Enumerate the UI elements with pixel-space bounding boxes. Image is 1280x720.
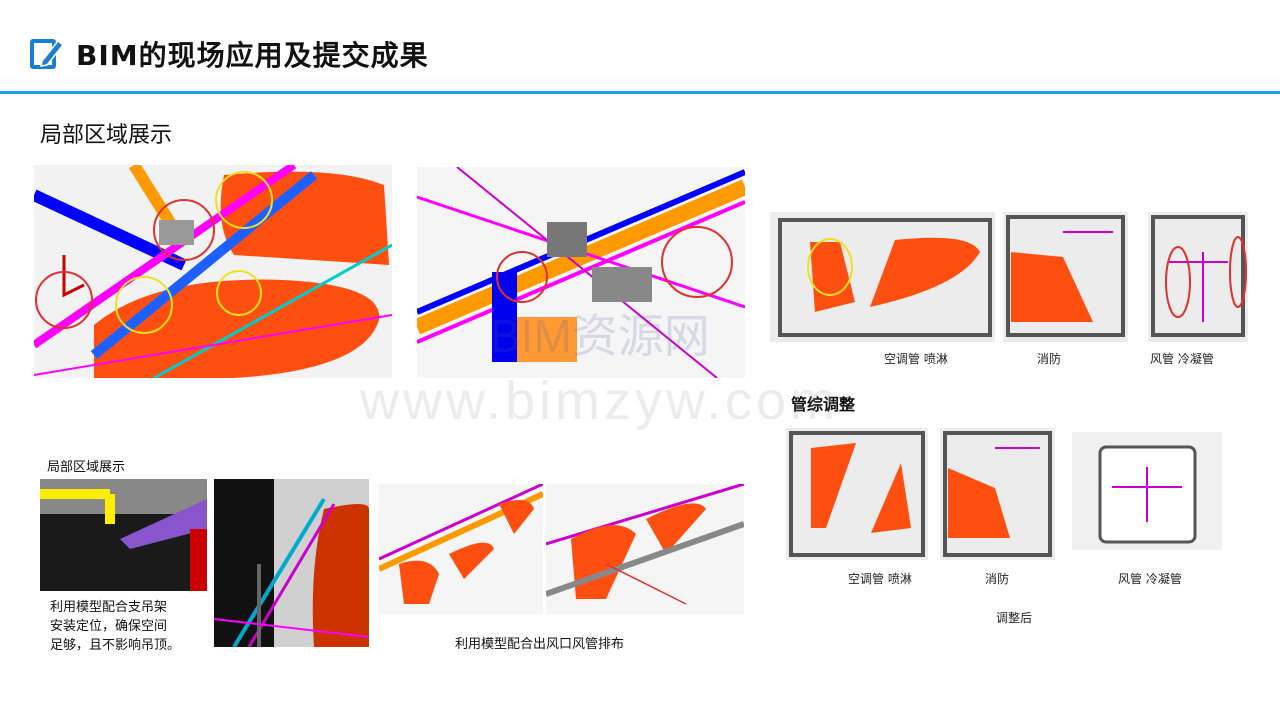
note-line: 安装定位，确保空间 bbox=[50, 619, 168, 634]
model-image-crossing-1 bbox=[34, 165, 392, 378]
section-view-2-before bbox=[1003, 212, 1128, 342]
hanger-photo-2 bbox=[214, 479, 369, 647]
outlet-model-1 bbox=[379, 484, 543, 614]
label-duct-condensate-after: 风管 冷凝管 bbox=[1118, 572, 1182, 586]
label-fire: 消防 bbox=[1037, 352, 1062, 366]
page-title: BIM的现场应用及提交成果 bbox=[76, 39, 429, 72]
section-view-2-after bbox=[940, 428, 1055, 560]
pipe-adjust-heading: 管综调整 bbox=[791, 395, 856, 414]
watermark-logo: BIM资源网 bbox=[490, 310, 710, 362]
note-line: 足够，且不影响吊顶。 bbox=[50, 638, 181, 653]
hanger-note: 利用模型配合支吊架 安装定位，确保空间 足够，且不影响吊顶。 bbox=[50, 598, 210, 655]
after-adjust-caption: 调整后 bbox=[996, 611, 1033, 625]
section-title: 局部区域展示 bbox=[40, 123, 173, 148]
local-area-subheading: 局部区域展示 bbox=[47, 460, 126, 475]
outlet-caption: 利用模型配合出风口风管排布 bbox=[455, 637, 625, 652]
section-view-1-before bbox=[770, 212, 995, 342]
watermark-url: www.bimzyw.com bbox=[360, 371, 840, 431]
label-ac-sprinkler-after: 空调管 喷淋 bbox=[848, 572, 912, 586]
edit-document-icon bbox=[28, 33, 66, 71]
note-line: 利用模型配合支吊架 bbox=[50, 600, 168, 615]
label-fire-after: 消防 bbox=[985, 572, 1010, 586]
outlet-model-2 bbox=[546, 484, 744, 614]
header-divider bbox=[0, 91, 1280, 94]
section-view-3-before bbox=[1148, 212, 1248, 342]
section-view-3-after bbox=[1072, 432, 1222, 550]
model-image-crossing-2 bbox=[417, 167, 745, 378]
hanger-photo-1 bbox=[40, 479, 207, 591]
label-duct-condensate: 风管 冷凝管 bbox=[1150, 352, 1214, 366]
label-ac-sprinkler: 空调管 喷淋 bbox=[884, 352, 948, 366]
section-view-1-after bbox=[786, 428, 928, 560]
